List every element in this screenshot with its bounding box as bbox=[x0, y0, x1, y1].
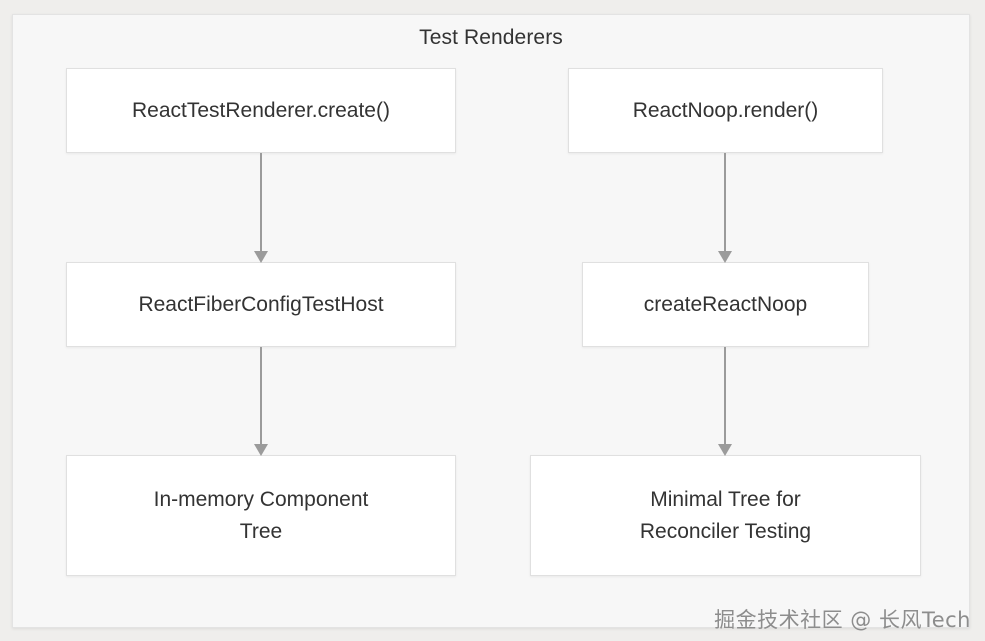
node-react-noop-render[interactable]: ReactNoop.render() bbox=[568, 68, 883, 153]
group-title: Test Renderers bbox=[419, 26, 563, 49]
node-label: In-memory Component Tree bbox=[153, 487, 369, 543]
node-react-fiber-config-test-host[interactable]: ReactFiberConfigTestHost bbox=[66, 262, 456, 347]
node-label: ReactTestRenderer.create() bbox=[132, 98, 390, 122]
node-react-test-renderer-create[interactable]: ReactTestRenderer.create() bbox=[66, 68, 456, 153]
node-label: Minimal Tree for Reconciler Testing bbox=[639, 487, 812, 543]
node-label: createReactNoop bbox=[643, 292, 808, 316]
node-label: ReactNoop.render() bbox=[632, 98, 819, 122]
node-create-react-noop[interactable]: createReactNoop bbox=[582, 262, 869, 347]
watermark: 掘金技术社区 @ 长风Tech bbox=[714, 608, 971, 632]
node-label: ReactFiberConfigTestHost bbox=[138, 292, 384, 316]
node-in-memory-component-tree[interactable]: In-memory Component Tree bbox=[66, 455, 456, 576]
node-minimal-tree-for-reconciler-testing[interactable]: Minimal Tree for Reconciler Testing bbox=[530, 455, 921, 576]
